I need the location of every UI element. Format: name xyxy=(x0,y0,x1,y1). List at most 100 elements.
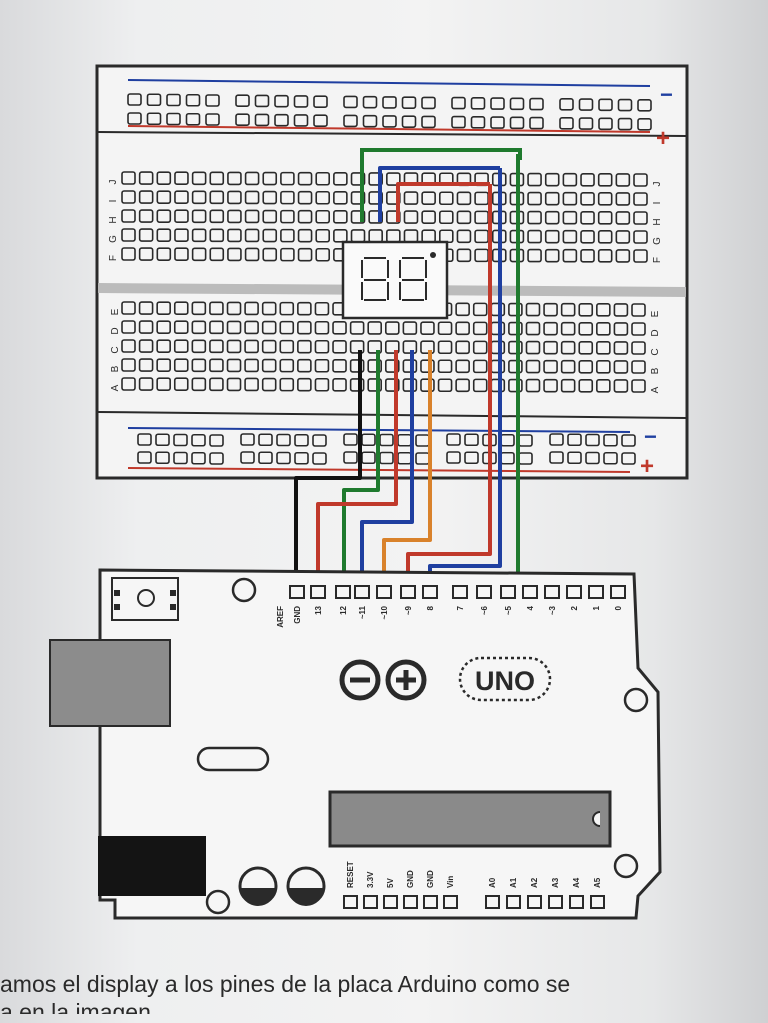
terminal-hole xyxy=(456,248,472,263)
terminal-hole xyxy=(367,321,383,335)
rail-hole xyxy=(603,433,618,447)
terminal-hole xyxy=(350,191,366,205)
terminal-hole xyxy=(244,320,259,335)
rail-hole xyxy=(240,451,255,464)
rail-hole xyxy=(146,93,162,107)
terminal-hole xyxy=(596,303,611,317)
pin-label-pwm-11: ~11 xyxy=(358,605,367,619)
terminal-hole xyxy=(437,340,453,355)
row-letter-left-e: E xyxy=(110,308,121,315)
terminal-hole xyxy=(402,359,418,373)
pin-13-socket xyxy=(310,585,326,599)
terminal-hole xyxy=(525,302,541,317)
terminal-hole xyxy=(156,339,171,353)
terminal-hole xyxy=(297,228,313,243)
terminal-hole xyxy=(543,340,558,355)
terminal-hole xyxy=(244,358,259,373)
rail-hole xyxy=(127,93,142,106)
terminal-hole xyxy=(173,339,189,354)
terminal-hole xyxy=(174,247,189,262)
terminal-hole xyxy=(580,191,595,206)
terminal-hole xyxy=(138,171,154,185)
terminal-hole xyxy=(279,377,295,392)
rail-hole xyxy=(343,433,358,446)
terminal-hole xyxy=(597,173,613,187)
terminal-hole xyxy=(173,320,189,335)
power-pin-label-gnd: GND xyxy=(406,870,415,888)
terminal-hole xyxy=(562,172,578,187)
rail-hole xyxy=(166,93,181,107)
terminal-hole xyxy=(244,190,260,205)
terminal-hole xyxy=(525,359,541,374)
row-letter-left-j: J xyxy=(108,180,119,185)
rail-hole xyxy=(421,96,436,110)
power-jack xyxy=(98,836,206,896)
terminal-hole xyxy=(244,339,259,354)
power-pin-socket xyxy=(443,895,458,909)
analog-pin-socket xyxy=(590,895,605,909)
terminal-hole xyxy=(174,228,189,243)
terminal-hole xyxy=(121,320,136,334)
terminal-hole xyxy=(227,247,242,262)
wire-13 xyxy=(316,350,398,590)
terminal-hole xyxy=(367,340,383,354)
rail-hole xyxy=(209,452,224,465)
terminal-hole xyxy=(613,360,629,374)
terminal-hole xyxy=(191,228,207,243)
terminal-hole xyxy=(596,360,611,374)
rail-hole xyxy=(446,451,461,464)
terminal-hole xyxy=(138,339,154,353)
terminal-hole xyxy=(384,321,400,335)
caption: amos el display a los pines de la placa … xyxy=(0,970,768,1014)
terminal-hole xyxy=(455,302,470,317)
row-letter-left-c: C xyxy=(110,346,121,353)
terminal-hole xyxy=(525,321,541,336)
terminal-hole xyxy=(333,172,348,186)
rail-hole xyxy=(276,451,291,465)
rail-hole xyxy=(362,114,378,128)
terminal-hole xyxy=(437,378,453,393)
terminal-hole xyxy=(349,340,365,354)
terminal-hole xyxy=(315,209,331,224)
terminal-hole xyxy=(314,320,330,335)
rail-hole xyxy=(451,115,466,129)
mount-hole xyxy=(623,687,649,713)
terminal-hole xyxy=(332,378,347,392)
pin-0-socket xyxy=(610,585,626,599)
pin-4-socket xyxy=(522,585,538,599)
row-letter-right-d: D xyxy=(650,329,661,336)
row-letter-right-g: G xyxy=(652,237,663,245)
terminal-hole xyxy=(209,358,224,373)
terminal-hole xyxy=(615,211,631,225)
pin-label-1: 1 xyxy=(592,605,601,610)
wire-gnd xyxy=(294,350,362,590)
terminal-hole xyxy=(472,359,488,374)
rail-hole xyxy=(578,117,594,130)
power-pin-socket xyxy=(343,895,358,909)
top-rail-plus-sign: + xyxy=(656,125,670,152)
wire-pwm-6 xyxy=(378,166,500,222)
rail-hole xyxy=(451,96,466,110)
logo-infinity xyxy=(339,659,427,701)
pin-8-socket xyxy=(422,585,438,599)
rail-hole xyxy=(240,433,255,446)
terminal-hole xyxy=(456,191,472,206)
terminal-hole xyxy=(368,191,383,205)
pin-label-7: 7 xyxy=(456,605,465,610)
mount-hole xyxy=(613,853,639,879)
seven-segment-display xyxy=(341,240,449,320)
rail-hole xyxy=(509,116,525,130)
pin-9-socket xyxy=(400,585,416,599)
terminal-hole xyxy=(226,301,242,316)
terminal-hole xyxy=(384,378,400,392)
terminal-hole xyxy=(191,358,207,373)
analog-pin-socket xyxy=(506,895,521,909)
terminal-hole xyxy=(333,210,348,224)
pin-label-0: 0 xyxy=(614,605,623,610)
rail-hole xyxy=(185,112,201,126)
terminal-hole xyxy=(262,171,278,186)
terminal-hole xyxy=(527,229,542,244)
terminal-hole xyxy=(314,301,330,316)
